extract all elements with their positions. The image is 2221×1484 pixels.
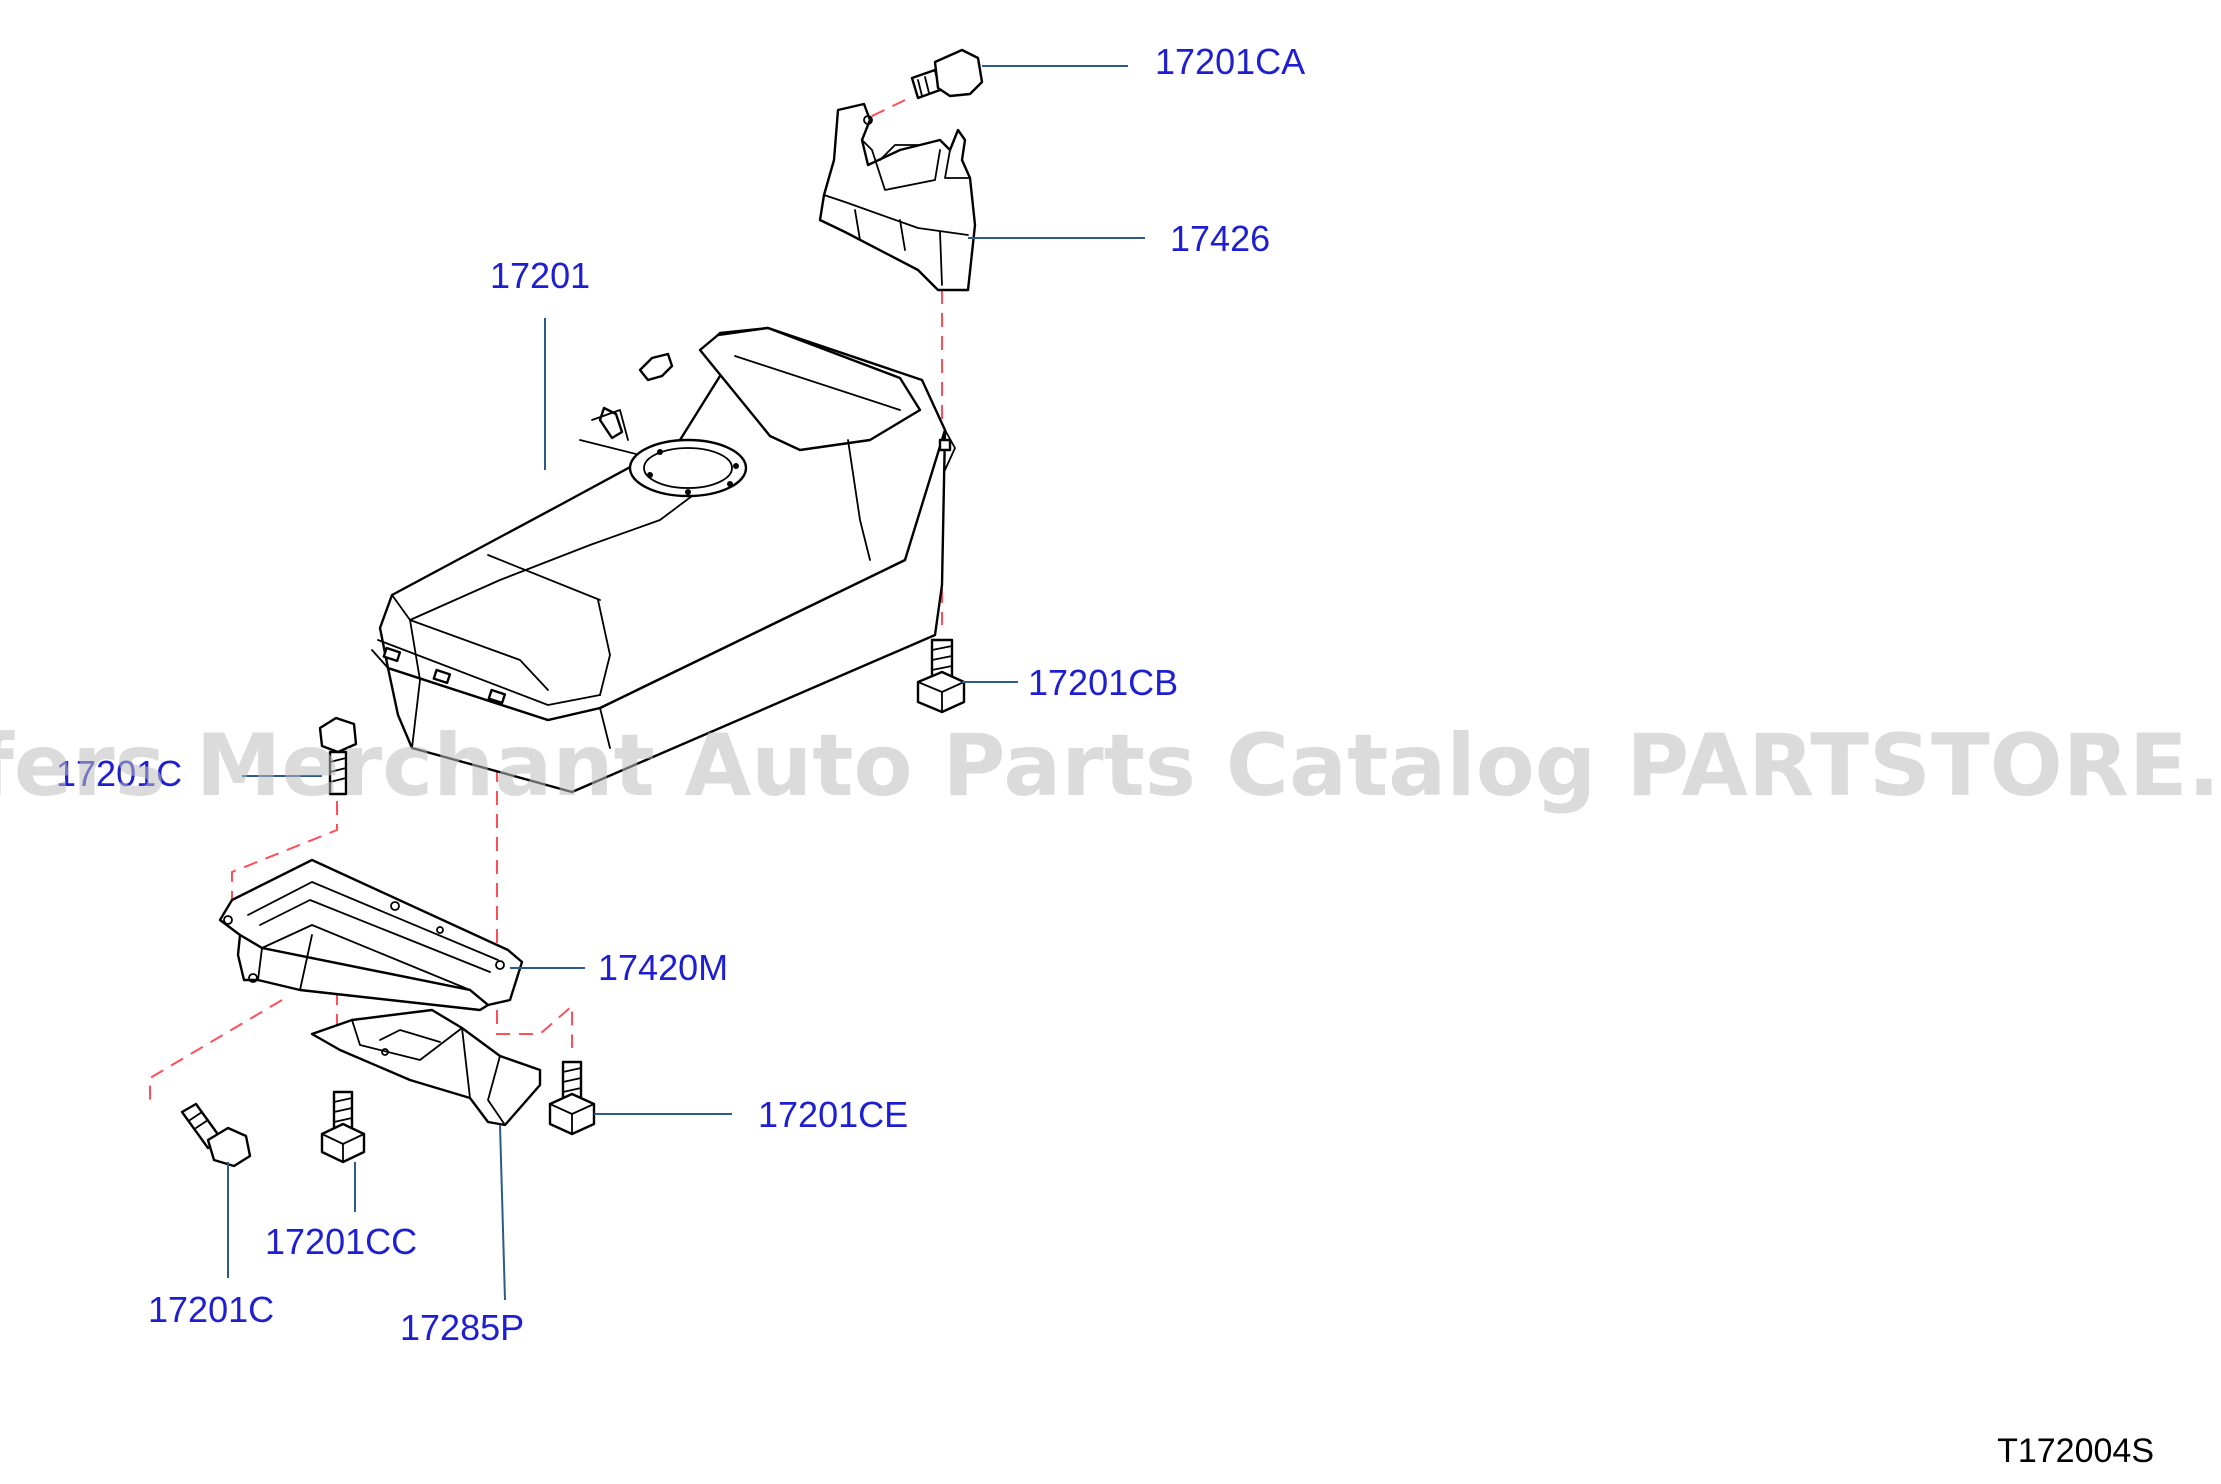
label-17201CB[interactable]: 17201CB [1028,662,1178,703]
bolt-17201CE[interactable] [548,1060,596,1136]
leader-lines [227,65,1145,1301]
label-17426[interactable]: 17426 [1170,218,1270,259]
part-labels: 17201CA 17426 17201 17201CB 17201C 17420… [56,41,1305,1348]
label-17201CC[interactable]: 17201CC [265,1221,417,1262]
label-17285P[interactable]: 17285P [400,1307,524,1348]
bracket-17426[interactable] [818,102,977,292]
label-17201[interactable]: 17201 [490,255,590,296]
bolt-17201CC[interactable] [320,1090,366,1164]
bolt-17201CA[interactable] [910,48,984,100]
watermark-text: Offers Merchant Auto Parts Catalog PARTS… [0,716,2221,816]
bolt-17201CB[interactable] [916,638,966,714]
fuel-tank-17201[interactable] [371,326,956,794]
label-17201C-upper[interactable]: 17201C [56,753,182,794]
label-17420M[interactable]: 17420M [598,947,728,988]
diagram-code: T172004S [1997,1432,2154,1470]
heat-shield-17285P[interactable] [310,1008,542,1127]
bolt-17201C-lower[interactable] [180,1102,252,1168]
crossmember-17420M[interactable] [218,858,524,1012]
label-17201CA[interactable]: 17201CA [1155,41,1305,82]
bolt-17201C-upper[interactable] [318,716,358,796]
label-17201CE[interactable]: 17201CE [758,1094,908,1135]
label-17201C-lower[interactable]: 17201C [148,1289,274,1330]
